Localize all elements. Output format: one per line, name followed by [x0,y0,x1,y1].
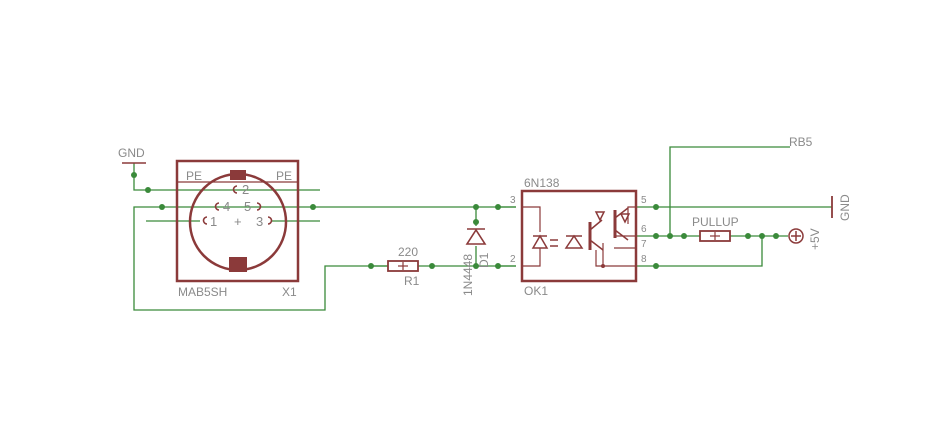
junction-dot [773,233,779,239]
pin-2-cup [232,185,238,194]
gnd-right-label: GND [838,194,852,221]
connector-pin-5-label: 5 [244,199,251,214]
opto-transistor-1 [588,211,606,251]
connector-pin-1-label: 1 [210,214,217,229]
wire-pin8-vcc [636,236,763,267]
junction-dot [310,204,316,210]
junction-dot [653,263,659,269]
pin-4-cup [214,202,220,211]
connector-top-tab [230,170,246,180]
diode-d1 [465,228,487,245]
opto-pin-6-label: 6 [641,224,647,235]
connector-pe-right: PE [276,169,292,183]
junction-dot [759,233,765,239]
pin-5-cup [256,202,262,211]
junction-dot [653,204,659,210]
opto-inner-diode [564,234,584,249]
pullup-resistor-body [699,230,731,242]
vcc-symbol [788,228,804,244]
connector-pin-4-label: 4 [223,199,230,214]
opto-pin-3-label: 3 [510,195,516,206]
opto-pin-2-label: 2 [510,254,516,265]
connector-center-label: + [234,214,242,229]
pullup-resistor: PULLUP [692,215,739,242]
connector-value-label: MAB5SH [178,285,227,299]
wire-gnd-to-pe [133,175,320,191]
pin-1-cup [202,216,208,225]
optocoupler-value-label: 6N138 [524,176,560,190]
resistor-r1-body [387,260,419,272]
optocoupler-ok1: 6N138 OK1 3 2 5 6 7 8 [498,176,647,298]
junction-dot [681,233,687,239]
connector-pin-cups [202,185,273,225]
resistor-r1-value: 220 [398,245,418,259]
connector-name-label: X1 [282,285,297,299]
connector-x1: PE PE 2 4 5 1 + 3 MAB5SH X1 [175,159,300,299]
junction-dot [667,233,673,239]
diode-d1-triangle [465,228,487,245]
pin-3-cup [267,216,273,225]
opto-led [531,234,558,249]
opto-inner-junction [601,264,605,268]
wire-rb5 [669,146,790,236]
rb5-net-label: RB5 [789,135,813,149]
pullup-label: PULLUP [692,215,739,229]
resistor-r1: 220 R1 [371,245,420,288]
junction-dot [473,219,479,225]
diode-d1-name: D1 [477,252,491,268]
junction-dot [473,204,479,210]
gnd-left-label: GND [118,146,145,160]
junction-dot [473,263,479,269]
opto-pin-7-label: 7 [641,239,647,250]
connector-pin-2-label: 2 [242,182,249,197]
opto-pin-5-label: 5 [641,195,647,206]
wire-left-loop [133,206,388,311]
junctions [131,172,779,269]
connector-pin-3-label: 3 [256,214,263,229]
opto-transistor-2 [613,207,631,241]
opto-pin-8-label: 8 [641,254,647,265]
junction-dot [745,233,751,239]
diode-d1-value: 1N4448 [461,254,475,296]
resistor-r1-name: R1 [404,274,420,288]
junction-dot [429,263,435,269]
connector-pe-left: PE [186,169,202,183]
junction-dot [159,204,165,210]
junction-dot [653,233,659,239]
vcc-label: +5V [808,228,822,250]
junction-dot [131,172,137,178]
connector-bottom-key [229,257,247,272]
junction-dot [145,187,151,193]
optocoupler-name-label: OK1 [524,284,548,298]
connector-body [175,159,300,283]
